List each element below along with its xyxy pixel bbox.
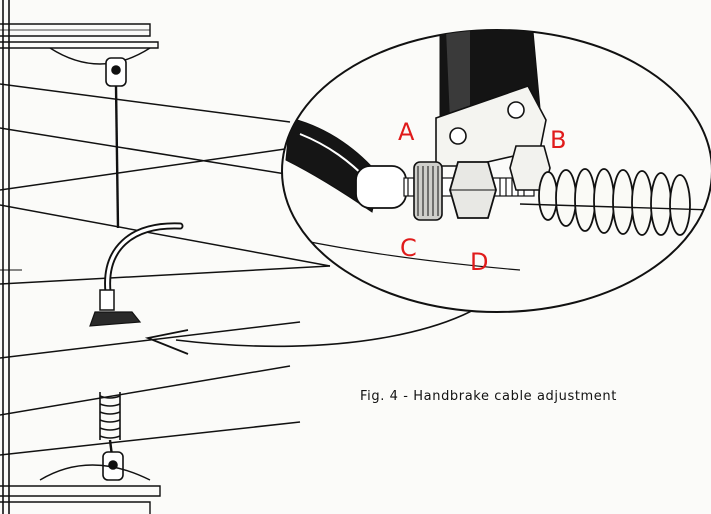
figure-caption: Fig. 4 - Handbrake cable adjustment [360, 389, 617, 404]
lower-spring [99, 392, 121, 457]
detail-markers: A B C D [398, 118, 566, 276]
marker-b: B [550, 126, 566, 154]
marker-a: A [398, 118, 415, 146]
marker-c: C [400, 234, 417, 262]
frame-uprights [0, 0, 22, 514]
detail-magnifier [281, 29, 711, 313]
top-drum [0, 23, 159, 65]
top-clevis [105, 57, 127, 229]
brake-cable [89, 222, 184, 327]
frame-members [0, 83, 331, 456]
bottom-drum [0, 464, 161, 514]
marker-d: D [470, 248, 488, 276]
